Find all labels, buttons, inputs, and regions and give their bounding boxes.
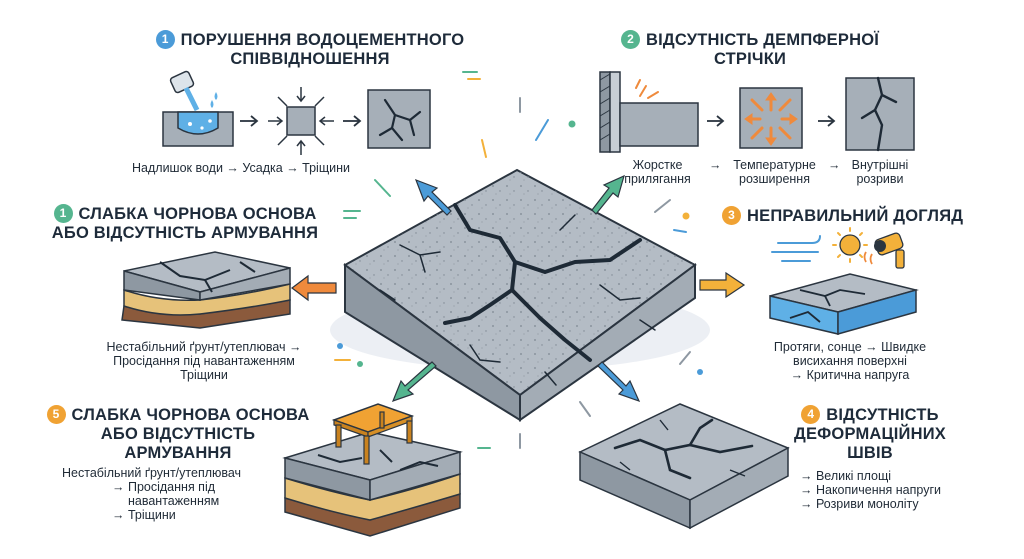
section-f-title-line3: ШВІВ bbox=[847, 444, 893, 462]
section-e-line1: Нестабільний ґрунт/утеплювач bbox=[62, 466, 242, 480]
section-a-step2: Усадка bbox=[242, 161, 283, 175]
section-e-heading: 5 СЛАБКА ЧОРНОВА ОСНОВА АБО ВІДСУТНІСТЬ А… bbox=[28, 405, 328, 463]
section-b-badge: 2 bbox=[621, 30, 640, 49]
water-excess-illustration bbox=[162, 70, 234, 147]
section-f-title-line2: ДЕФОРМАЦІЙНИХ bbox=[793, 425, 946, 443]
section-a-steps: Надлишок води → Усадка → Тріщини bbox=[132, 161, 442, 175]
weak-base-slab-illustration bbox=[121, 251, 291, 329]
improper-care-illustration bbox=[769, 227, 919, 335]
section-f-line2: → Накопичення напруги bbox=[800, 483, 942, 497]
shrinkage-illustration bbox=[240, 87, 362, 155]
section-f-text: → Великі площі → Накопичення напруги → Р… bbox=[800, 469, 1000, 511]
rigid-contact-illustration bbox=[599, 71, 836, 153]
section-b-arrow2: → bbox=[828, 158, 841, 172]
section-b-step1: Жорстке прилягання bbox=[610, 158, 705, 186]
section-e-line2: → Просідання під bbox=[112, 480, 216, 494]
section-c-text: Нестабільний ґрунт/утеплювач → Просіданн… bbox=[74, 340, 334, 382]
cracks-tile-illustration bbox=[367, 89, 431, 149]
section-a-arrow2: → bbox=[286, 161, 299, 175]
section-b-step2-line1: Температурне bbox=[733, 158, 816, 172]
section-e-text: Нестабільний ґрунт/утеплювач → Просіданн… bbox=[62, 466, 282, 522]
section-a-step3: Тріщини bbox=[302, 161, 350, 175]
section-d-badge: 3 bbox=[722, 206, 741, 225]
no-joints-slab-illustration bbox=[578, 403, 790, 530]
section-e-line3: навантаженням bbox=[128, 494, 220, 508]
section-d-title: НЕПРАВИЛЬНИЙ ДОГЛЯД bbox=[747, 207, 964, 225]
section-b-step2: Температурне розширення bbox=[722, 158, 827, 186]
section-b-title-line1: ВІДСУТНІСТЬ ДЕМПФЕРНОЇ bbox=[646, 31, 879, 49]
section-a-badge: 1 bbox=[155, 30, 175, 49]
section-f-heading: 4 ВІДСУТНІСТЬ ДЕФОРМАЦІЙНИХ ШВІВ bbox=[760, 405, 980, 463]
section-e-title-line1: СЛАБКА ЧОРНОВА ОСНОВА bbox=[71, 406, 310, 424]
section-c-line3: Тріщини bbox=[180, 368, 228, 382]
section-c-title-line2: АБО ВІДСУТНІСТЬ АРМУВАННЯ bbox=[51, 224, 319, 242]
section-d-heading: 3 НЕПРАВИЛЬНИЙ ДОГЛЯД bbox=[722, 206, 1012, 226]
section-a-heading: 1 ПОРУШЕННЯ ВОДОЦЕМЕНТНОГО СПІВВІДНОШЕННЯ bbox=[150, 30, 470, 69]
section-a-step1: Надлишок води bbox=[132, 161, 223, 175]
section-c-line2: Просідання під навантаженням bbox=[113, 354, 295, 368]
thermal-expansion-illustration bbox=[739, 87, 803, 149]
section-c-badge: 1 bbox=[53, 204, 73, 223]
section-b-step2-line2: розширення bbox=[739, 172, 810, 186]
internal-rupture-illustration bbox=[845, 76, 915, 152]
section-d-line3: → Критична напруга bbox=[790, 368, 910, 382]
section-a-arrow1: → bbox=[226, 161, 239, 175]
decorative-accents bbox=[334, 71, 703, 449]
loaded-slab-illustration bbox=[282, 403, 463, 537]
section-e-title-line2: АБО ВІДСУТНІСТЬ bbox=[100, 425, 256, 443]
section-a-title-line2: СПІВВІДНОШЕННЯ bbox=[230, 50, 390, 68]
section-a-title-line1: ПОРУШЕННЯ ВОДОЦЕМЕНТНОГО bbox=[180, 31, 465, 49]
section-f-line3: → Розриви моноліту bbox=[800, 497, 919, 511]
section-e-title-line3: АРМУВАННЯ bbox=[124, 444, 232, 462]
section-b-step3-line1: Внутрішні bbox=[851, 158, 909, 172]
central-cracked-slab bbox=[330, 168, 710, 422]
section-f-line1: → Великі площі bbox=[800, 469, 892, 483]
section-f-title-line1: ВІДСУТНІСТЬ bbox=[826, 406, 939, 424]
section-d-text: Протяги, сонце → Швидке висихання поверх… bbox=[740, 340, 960, 382]
section-b-heading: 2 ВІДСУТНІСТЬ ДЕМПФЕРНОЇ СТРІЧКИ bbox=[600, 30, 900, 69]
section-e-badge: 5 bbox=[46, 405, 66, 424]
section-f-badge: 4 bbox=[801, 405, 821, 424]
section-b-step1-line2: прилягання bbox=[624, 172, 691, 186]
section-d-line1: Протяги, сонце → Швидке bbox=[773, 340, 927, 354]
section-e-line4: → Тріщини bbox=[112, 508, 176, 522]
section-b-step3-line2: розриви bbox=[856, 172, 904, 186]
section-b-title-line2: СТРІЧКИ bbox=[713, 50, 787, 68]
section-b-step3: Внутрішні розриви bbox=[840, 158, 920, 186]
section-c-line1: Нестабільний ґрунт/утеплювач → bbox=[106, 340, 302, 354]
section-b-step1-line1: Жорстке bbox=[632, 158, 683, 172]
section-c-title-line1: СЛАБКА ЧОРНОВА ОСНОВА bbox=[78, 205, 317, 223]
section-d-line2: висихання поверхні bbox=[793, 354, 907, 368]
radiating-arrows bbox=[291, 174, 746, 403]
section-b-arrow1: → bbox=[709, 158, 722, 172]
section-c-heading: 1 СЛАБКА ЧОРНОВА ОСНОВА АБО ВІДСУТНІСТЬ А… bbox=[20, 204, 350, 243]
